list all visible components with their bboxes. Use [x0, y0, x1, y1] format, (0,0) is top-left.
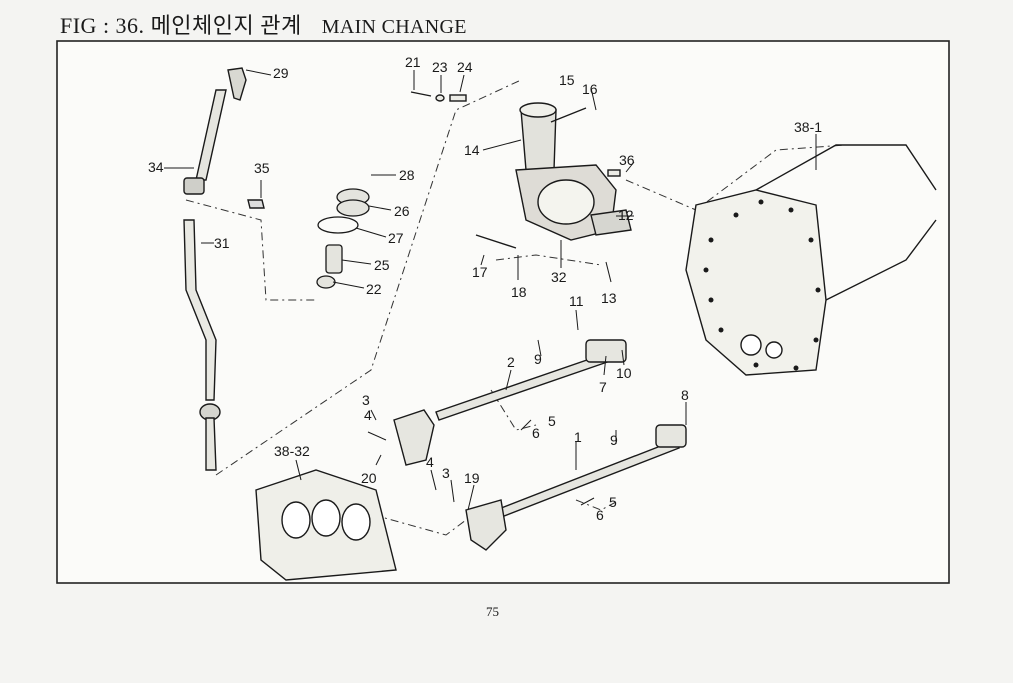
callout-9-upper: 9	[534, 351, 542, 367]
callout-labels: 29 34 35 31 28 26 27 25 22 21 23 24 15 1…	[148, 54, 822, 523]
callout-4-upper: 4	[364, 407, 372, 423]
callout-35: 35	[254, 160, 270, 176]
title-korean: 메인체인지 관계	[150, 13, 302, 38]
callout-6-lower: 6	[596, 507, 604, 523]
cover-top-edge	[755, 144, 937, 191]
lever-knob	[227, 67, 247, 101]
diagram-frame: 29 34 35 31 28 26 27 25 22 21 23 24 15 1…	[56, 40, 950, 584]
callout-20: 20	[361, 470, 377, 486]
callout-27: 27	[388, 230, 404, 246]
housing-neck-14	[520, 109, 557, 171]
callout-5-lower: 5	[609, 494, 617, 510]
callout-12: 12	[618, 207, 634, 223]
case-bore	[281, 501, 311, 539]
cover-hole	[765, 341, 783, 359]
bolt-21	[410, 91, 432, 97]
callout-3-lower: 3	[442, 465, 450, 481]
case-bore	[311, 499, 341, 537]
bolt-17	[475, 234, 517, 249]
shifter-housing	[410, 91, 632, 249]
callout-17: 17	[472, 264, 488, 280]
exploded-parts-diagram: 29 34 35 31 28 26 27 25 22 21 23 24 15 1…	[56, 40, 950, 584]
callout-26: 26	[394, 203, 410, 219]
callout-32: 32	[551, 269, 567, 285]
fork-block-7	[585, 339, 627, 363]
bolt-35	[247, 199, 265, 209]
callout-6-upper: 6	[532, 425, 540, 441]
washer-27	[317, 216, 359, 234]
callout-1: 1	[574, 429, 582, 445]
figure-title: FIG : 36. 메인체인지 관계 MAIN CHANGE	[60, 8, 467, 40]
pin-36	[607, 169, 621, 177]
housing-top	[519, 102, 557, 118]
lever-collar	[183, 177, 205, 195]
spring-stack	[316, 188, 370, 289]
cap-26-base	[336, 199, 370, 217]
page-number: 75	[486, 604, 499, 619]
callout-22: 22	[366, 281, 382, 297]
callout-11: 11	[569, 293, 584, 309]
callout-29: 29	[273, 65, 289, 81]
callout-15: 15	[559, 72, 575, 88]
callout-14: 14	[464, 142, 480, 158]
shift-rod-assembly	[393, 339, 687, 551]
callout-4-lower: 4	[426, 454, 434, 470]
block-8	[655, 424, 687, 448]
figure-number: FIG : 36.	[60, 13, 145, 38]
callout-10: 10	[616, 365, 632, 381]
callout-25: 25	[374, 257, 390, 273]
callout-23: 23	[432, 59, 448, 75]
callout-38-1: 38-1	[794, 119, 822, 135]
pin-24	[449, 94, 467, 102]
callout-34: 34	[148, 159, 164, 175]
callout-36: 36	[619, 152, 635, 168]
callout-7: 7	[599, 379, 607, 395]
cover-bolt-holes	[703, 199, 821, 371]
callout-13: 13	[601, 290, 617, 306]
case-cover	[685, 144, 937, 376]
callout-19: 19	[464, 470, 480, 486]
callout-24: 24	[457, 59, 473, 75]
callout-3-upper: 3	[362, 392, 370, 408]
callout-28: 28	[399, 167, 415, 183]
upper-lever-rod	[195, 89, 227, 181]
case-bore	[341, 503, 371, 541]
callout-21: 21	[405, 54, 421, 70]
lever-end	[205, 417, 217, 471]
guide-lines	[185, 79, 847, 536]
shift-lever-assembly	[183, 67, 265, 471]
leader-lines	[164, 69, 817, 511]
cover-side-edge	[825, 219, 937, 301]
washer-23	[435, 94, 445, 102]
cover-hole	[740, 334, 762, 356]
spring-25	[325, 244, 343, 274]
seat-22	[316, 275, 336, 289]
shift-fork-19	[465, 499, 507, 551]
callout-2: 2	[507, 354, 515, 370]
pin-15	[550, 107, 587, 123]
callout-16: 16	[582, 81, 598, 97]
housing-bore	[537, 179, 595, 225]
callout-8: 8	[681, 387, 689, 403]
callout-38-32: 38-32	[274, 443, 310, 459]
shift-fork-20	[393, 409, 435, 466]
transmission-case	[255, 469, 397, 581]
callout-9-lower: 9	[610, 432, 618, 448]
lower-lever-rod	[183, 219, 217, 401]
callout-5-upper: 5	[548, 413, 556, 429]
callout-31: 31	[214, 235, 230, 251]
title-english: MAIN CHANGE	[321, 16, 467, 38]
callout-18: 18	[511, 284, 527, 300]
